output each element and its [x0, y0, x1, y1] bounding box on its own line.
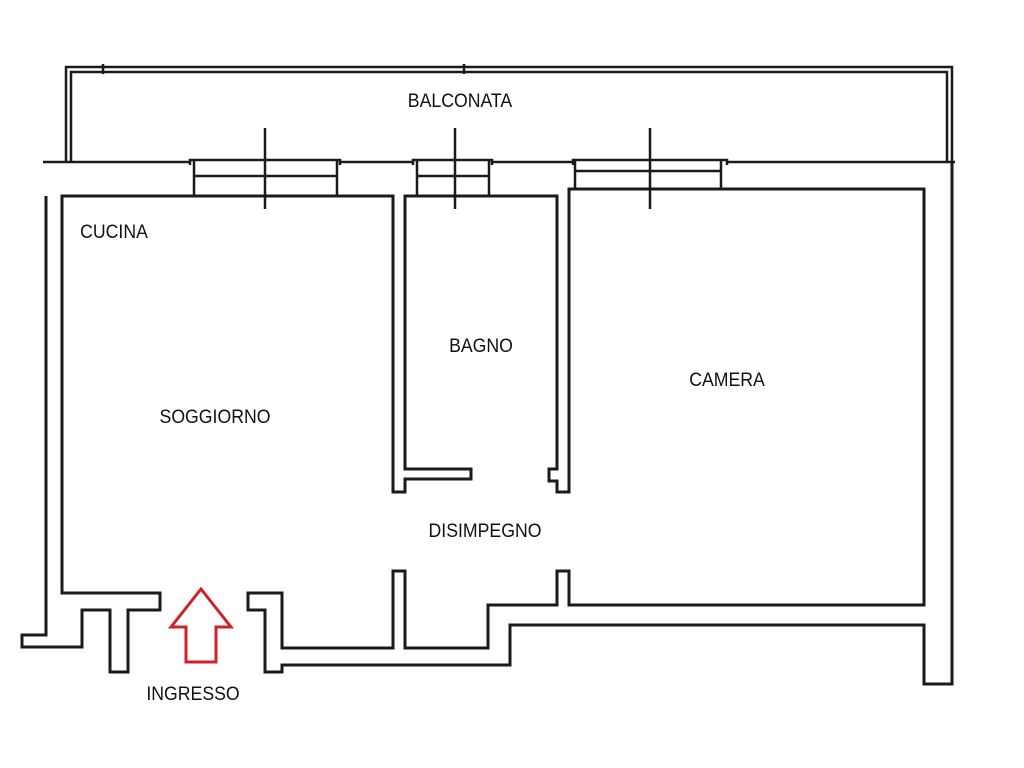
room-label-soggiorno: SOGGIORNO [159, 407, 271, 428]
room-label-camera: CAMERA [689, 370, 765, 391]
window-camera [571, 128, 729, 209]
window-bagno [411, 128, 494, 209]
entrance-arrow-icon [167, 586, 235, 664]
room-label-bagno: BAGNO [449, 336, 513, 357]
balcony-railing [64, 64, 954, 162]
room-label-disimpegno: DISIMPEGNO [428, 521, 542, 542]
room-label-cucina: CUCINA [80, 222, 148, 243]
walls [20, 162, 954, 686]
room-label-ingresso: INGRESSO [146, 684, 240, 705]
room-label-balconata: BALCONATA [407, 91, 513, 112]
